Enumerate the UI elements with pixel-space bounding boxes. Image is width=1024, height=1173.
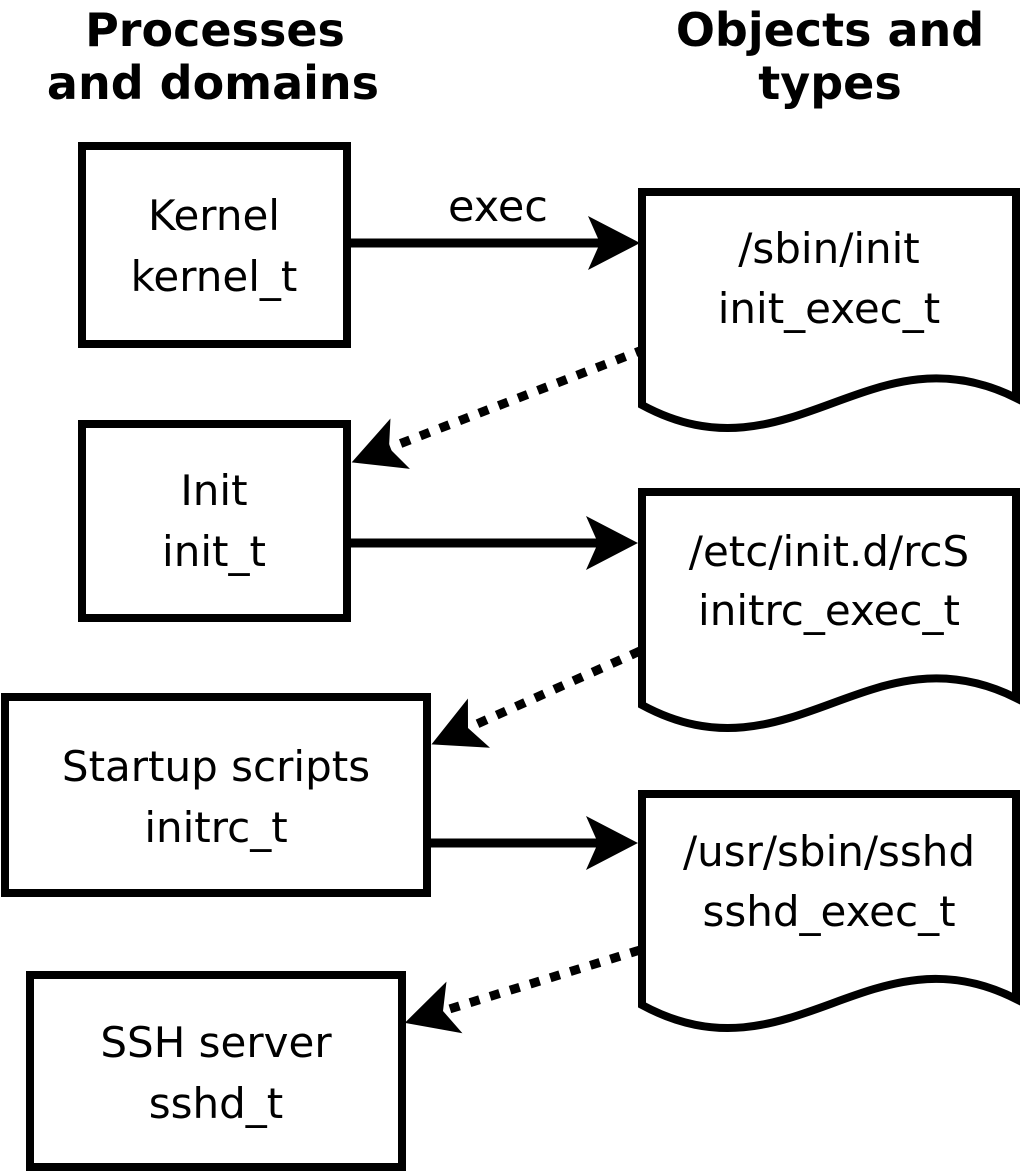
object-type-sshd-exec: sshd_exec_t bbox=[702, 887, 955, 936]
object-path-etc-initd-rcs: /etc/init.d/rcS bbox=[689, 527, 969, 576]
document-etc-initd-rcs bbox=[638, 488, 1020, 733]
process-box-initrc bbox=[1, 693, 431, 897]
object-type-init-exec: init_exec_t bbox=[718, 284, 941, 333]
process-label-initrc: Startup scripts bbox=[62, 742, 370, 791]
process-box-kernel bbox=[78, 142, 351, 348]
process-box-init bbox=[78, 420, 351, 622]
object-type-initrc-exec: initrc_exec_t bbox=[698, 586, 960, 635]
document-usr-sbin-sshd bbox=[638, 790, 1020, 1033]
process-box-sshd bbox=[26, 971, 406, 1171]
document-sbin-init bbox=[638, 188, 1020, 433]
transition-arrow-init-exec-to-init bbox=[351, 344, 647, 469]
column-header-processes-line1: Processes bbox=[85, 3, 345, 57]
object-path-usr-sbin-sshd: /usr/sbin/sshd bbox=[683, 827, 975, 876]
process-type-init: init_t bbox=[162, 527, 266, 576]
column-headers: Processes and domains Objects and types bbox=[47, 3, 984, 110]
column-header-processes-line2: and domains bbox=[47, 56, 379, 110]
transition-arrow-sshd-exec-to-sshd bbox=[404, 945, 642, 1034]
transition-arrows bbox=[351, 344, 647, 1034]
process-type-initrc: initrc_t bbox=[144, 803, 287, 852]
object-nodes: /sbin/init init_exec_t /etc/init.d/rcS i… bbox=[638, 188, 1020, 1033]
process-label-sshd: SSH server bbox=[100, 1018, 332, 1067]
object-path-sbin-init: /sbin/init bbox=[738, 224, 920, 273]
process-label-kernel: Kernel bbox=[148, 191, 280, 240]
process-type-sshd: sshd_t bbox=[149, 1079, 284, 1128]
process-label-init: Init bbox=[180, 466, 247, 515]
process-nodes: Kernel kernel_t Init init_t Startup scri… bbox=[1, 142, 431, 1171]
exec-arrow-label: exec bbox=[448, 182, 548, 232]
column-header-objects-line1: Objects and bbox=[676, 3, 984, 57]
exec-arrows: exec bbox=[344, 182, 640, 870]
column-header-objects-line2: types bbox=[758, 56, 901, 110]
process-type-kernel: kernel_t bbox=[131, 252, 298, 301]
